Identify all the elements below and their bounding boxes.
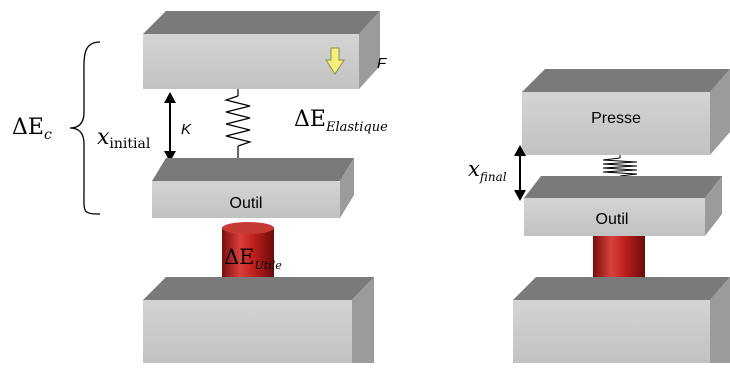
- right-press-block: [522, 69, 730, 155]
- right-press-label: Presse: [591, 110, 641, 127]
- delta-e-elastique-label: ΔEElastique: [294, 107, 388, 135]
- k-double-arrow: [164, 92, 176, 162]
- delta-ec-label: ΔEc: [12, 115, 52, 143]
- right-base-block: [513, 277, 730, 363]
- k-label: K: [181, 121, 192, 138]
- force-arrow-icon: [325, 47, 345, 75]
- left-tool-label: Outil: [230, 195, 263, 212]
- x-final-label: xfinal: [468, 157, 507, 184]
- left-press-block: [143, 11, 380, 89]
- curly-brace: [69, 41, 101, 215]
- x-final-double-arrow: [514, 145, 526, 201]
- left-base-block: [143, 277, 374, 363]
- right-tool-block: [524, 176, 722, 236]
- right-compressed-spring: [602, 155, 638, 177]
- left-tool-block: [152, 158, 354, 218]
- x-initial-label: xinitial: [97, 125, 151, 152]
- force-label: F: [377, 55, 387, 72]
- right-tool-label: Outil: [596, 211, 629, 228]
- left-spring: [223, 89, 253, 158]
- delta-e-utile-label: ΔEUtile: [224, 245, 282, 272]
